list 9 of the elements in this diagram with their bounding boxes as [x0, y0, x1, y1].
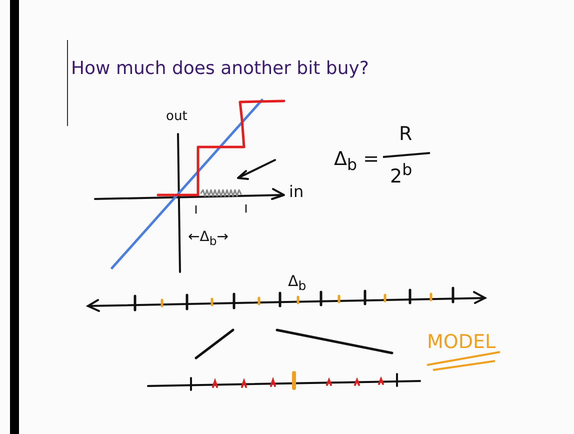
formula-text: R: [399, 125, 412, 144]
slide-title: How much does another bit buy?: [71, 58, 369, 79]
dimension-label: Δ$_{b}$: [288, 274, 306, 292]
axis-label: out: [166, 110, 188, 123]
formula-text: Δ$_{b}$ =: [334, 150, 380, 173]
axis-label: in: [289, 184, 304, 200]
dimension-label: ←Δ$_{b}$→: [188, 230, 228, 248]
formula-text: 2$^{b}$: [390, 162, 412, 186]
handwritten-note: MODEL: [427, 333, 496, 352]
